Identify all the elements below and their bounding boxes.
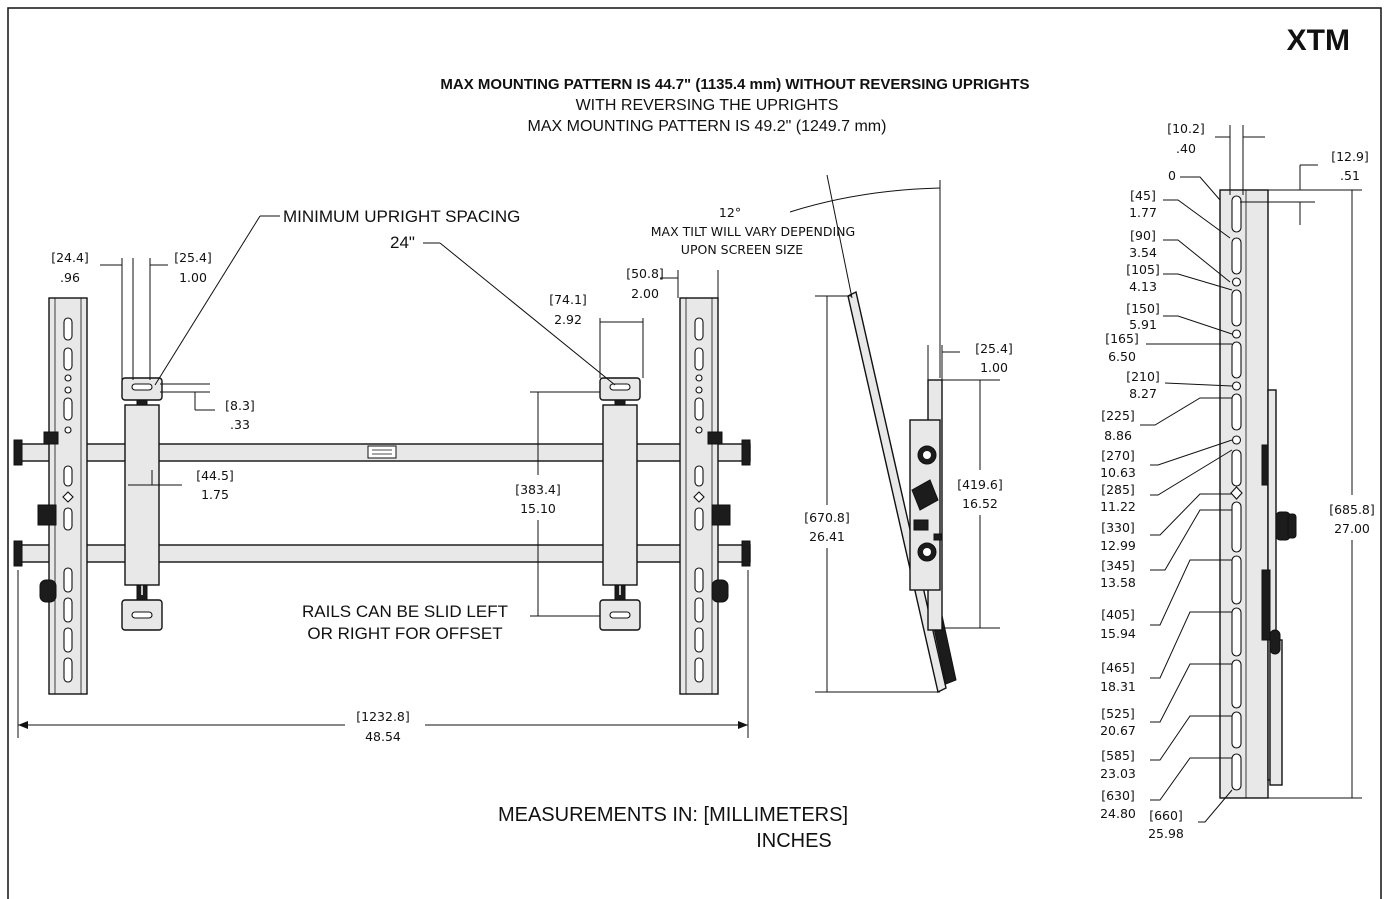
hole-345-mm: [345]: [1101, 558, 1135, 573]
dim-24-4-mm: [24.4]: [51, 250, 89, 265]
detail-dim-685-8-mm: [685.8]: [1329, 502, 1375, 517]
dim-670-8-in: 26.41: [809, 529, 845, 544]
sheet-border: [7, 7, 1382, 899]
detail-dim-12-9-mm: [12.9]: [1331, 149, 1369, 164]
dim-50-8-in: 2.00: [631, 286, 659, 301]
left-screen-bracket: [121, 377, 163, 631]
hole-660-in: 25.98: [1148, 826, 1184, 841]
dim-8-3-mm: [8.3]: [225, 398, 255, 413]
dim-383-4-mm: [383.4]: [515, 482, 561, 497]
hole-105-mm: [105]: [1126, 262, 1160, 277]
dim-25-4-mm: [25.4]: [174, 250, 212, 265]
hole-405-mm: [405]: [1101, 607, 1135, 622]
hole-zero-label: 0: [1168, 168, 1176, 183]
tilted-screen-panel: [847, 290, 947, 694]
dim-419-6-in: 16.52: [962, 496, 998, 511]
hole-465-mm: [465]: [1101, 660, 1135, 675]
hole-45-mm: [45]: [1130, 188, 1156, 203]
dim-24-4-in: .96: [60, 270, 80, 285]
dim-74-1-in: 2.92: [554, 312, 582, 327]
hole-210-in: 8.27: [1129, 386, 1157, 401]
hole-270-mm: [270]: [1101, 448, 1135, 463]
detail-dim-10-2-in: .40: [1176, 141, 1196, 156]
units-note-line2: INCHES: [756, 830, 832, 852]
tilt-note-line2: UPON SCREEN SIZE: [681, 242, 804, 257]
dim-44-5-in: 1.75: [201, 487, 229, 502]
hole-585-in: 23.03: [1100, 766, 1136, 781]
model-title: XTM: [1287, 24, 1350, 57]
mounting-note-line2: WITH REVERSING THE UPRIGHTS: [576, 97, 839, 114]
hole-position-labels: [45] 1.77 [90] 3.54 [105] 4.13 [150] 5.9…: [1100, 188, 1184, 841]
tilt-angle: 12°: [719, 205, 741, 220]
rails-note-line1: RAILS CAN BE SLID LEFT: [302, 602, 508, 621]
dim-44-5-mm: [44.5]: [196, 468, 234, 483]
dim-74-1-mm: [74.1]: [549, 292, 587, 307]
hole-165-in: 6.50: [1108, 349, 1136, 364]
hole-45-in: 1.77: [1129, 205, 1157, 220]
detail-dim-10-2-mm: [10.2]: [1167, 121, 1205, 136]
min-spacing-value: 24": [390, 233, 415, 252]
hole-150-in: 5.91: [1129, 317, 1157, 332]
hole-165-mm: [165]: [1105, 331, 1139, 346]
hole-285-mm: [285]: [1101, 482, 1135, 497]
hole-465-in: 18.31: [1100, 679, 1136, 694]
hole-525-in: 20.67: [1100, 723, 1136, 738]
mounting-note-line3: MAX MOUNTING PATTERN IS 49.2" (1249.7 mm…: [528, 118, 887, 135]
dim-1232-8-in: 48.54: [365, 729, 401, 744]
hole-210-mm: [210]: [1126, 369, 1160, 384]
right-screen-bracket: [599, 377, 641, 631]
right-upright-slots: [693, 317, 705, 683]
hole-270-in: 10.63: [1100, 465, 1136, 480]
hole-660-mm: [660]: [1149, 808, 1183, 823]
hole-150-mm: [150]: [1126, 301, 1160, 316]
min-spacing-label: MINIMUM UPRIGHT SPACING: [283, 207, 520, 226]
hole-90-in: 3.54: [1129, 245, 1157, 260]
dim-670-8-mm: [670.8]: [804, 510, 850, 525]
detail-dim-685-8-in: 27.00: [1334, 521, 1370, 536]
left-upright-slots: [62, 317, 74, 683]
dim-419-6-mm: [419.6]: [957, 477, 1003, 492]
rail-label: [367, 445, 397, 459]
dim-50-8-mm: [50.8]: [626, 266, 664, 281]
side-dim-25-4-in: 1.00: [980, 360, 1008, 375]
units-note-line1: MEASUREMENTS IN: [MILLIMETERS]: [498, 804, 848, 826]
dim-1232-8-mm: [1232.8]: [356, 709, 410, 724]
hole-330-mm: [330]: [1101, 520, 1135, 535]
dim-25-4-in: 1.00: [179, 270, 207, 285]
hole-position-leaders: [1140, 199, 1233, 823]
hole-330-in: 12.99: [1100, 538, 1136, 553]
hole-285-in: 11.22: [1100, 499, 1136, 514]
detail-dim-12-9-in: .51: [1340, 168, 1360, 183]
hole-90-mm: [90]: [1130, 228, 1156, 243]
hole-630-in: 24.80: [1100, 806, 1136, 821]
hole-405-in: 15.94: [1100, 626, 1136, 641]
dim-383-4-in: 15.10: [520, 501, 556, 516]
detail-upright-slots: [1230, 195, 1243, 791]
front-view: [24.4] .96 [25.4] 1.00 MINIMUM UPRIGHT S…: [13, 207, 751, 744]
side-view: 12° MAX TILT WILL VARY DEPENDING UPON SC…: [651, 174, 1013, 694]
mounting-note-line1: MAX MOUNTING PATTERN IS 44.7" (1135.4 mm…: [440, 76, 1029, 93]
hole-225-mm: [225]: [1101, 408, 1135, 423]
hole-345-in: 13.58: [1100, 575, 1136, 590]
hole-525-mm: [525]: [1101, 706, 1135, 721]
hole-585-mm: [585]: [1101, 748, 1135, 763]
hole-630-mm: [630]: [1101, 788, 1135, 803]
side-dim-25-4-mm: [25.4]: [975, 341, 1013, 356]
tilt-note-line1: MAX TILT WILL VARY DEPENDING: [651, 224, 855, 239]
hole-105-in: 4.13: [1129, 279, 1157, 294]
hole-225-in: 8.86: [1104, 428, 1132, 443]
rails-note-line2: OR RIGHT FOR OFFSET: [307, 624, 502, 643]
dim-8-3-in: .33: [230, 417, 250, 432]
upright-detail-view: [10.2] .40 [12.9] .51 [685.8] 27.00 0: [1100, 121, 1375, 841]
